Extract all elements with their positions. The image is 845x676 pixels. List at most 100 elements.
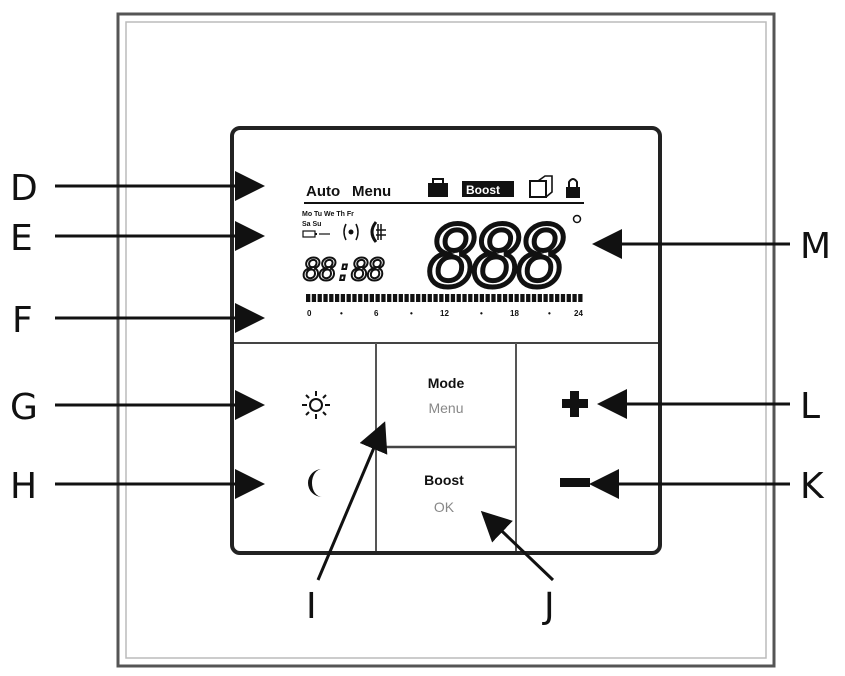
timeline-segment	[514, 294, 519, 302]
callout-l: L	[800, 386, 820, 427]
timeline-segment	[375, 294, 380, 302]
battery-icon	[302, 230, 330, 238]
ok-label: OK	[434, 499, 455, 515]
timeline-segment	[502, 294, 508, 302]
callout-arrows	[55, 171, 790, 582]
tick-dot-1: •	[340, 309, 343, 318]
lcd-menu-label: Menu	[352, 183, 391, 200]
timeline-segment	[421, 294, 427, 302]
timeline-segment	[323, 294, 328, 302]
tick-dot-2: •	[410, 309, 413, 318]
inner-frame-line	[125, 21, 767, 659]
timeline-segment	[340, 294, 346, 302]
timeline-segment	[578, 294, 583, 302]
suitcase-icon	[428, 178, 448, 197]
timeline-segment	[445, 294, 450, 302]
tick-0: 0	[307, 309, 312, 318]
moon-button[interactable]	[236, 449, 374, 549]
timeline-segment	[497, 294, 502, 302]
timeline-segment	[555, 294, 560, 302]
minus-button[interactable]	[518, 449, 656, 549]
plus-button[interactable]	[518, 345, 656, 445]
tick-12: 12	[440, 309, 449, 318]
boost-ok-button[interactable]: Boost OK	[378, 449, 514, 549]
timeline-segment	[358, 294, 363, 302]
callout-f: F	[12, 300, 33, 341]
timeline-segment	[485, 294, 490, 302]
timeline-segment	[543, 294, 548, 302]
timeline-segment	[462, 294, 467, 302]
menu-label: Menu	[428, 400, 463, 416]
callout-d: D	[10, 168, 38, 209]
tick-6: 6	[374, 309, 379, 318]
sun-icon	[302, 391, 330, 419]
timeline-segment	[398, 294, 403, 302]
callout-k: K	[800, 466, 825, 507]
callout-h: H	[10, 466, 37, 507]
timeline-segment	[352, 294, 357, 302]
lcd-days-weekdays: Mo Tu We Th Fr	[302, 211, 354, 218]
mode-menu-button[interactable]: Mode Menu	[378, 345, 514, 445]
timeline-segment	[560, 294, 566, 302]
timeline-segment	[531, 294, 537, 302]
callout-e: E	[10, 218, 33, 259]
timeline-segment	[439, 294, 444, 302]
timeline-segment	[317, 294, 322, 302]
timeline-segment	[329, 294, 334, 302]
timeline-segment	[363, 294, 369, 302]
lcd-main-digits: 888	[428, 208, 564, 306]
timeline-segment	[433, 294, 438, 302]
timeline-segment	[566, 294, 571, 302]
timeline-segment	[537, 294, 542, 302]
timeline-segment	[456, 294, 461, 302]
timeline-segment	[334, 294, 340, 302]
callout-g: G	[10, 387, 38, 428]
radiator-icon	[370, 221, 386, 243]
window-icon	[529, 175, 553, 198]
plus-icon	[562, 391, 588, 417]
timeline-segment	[549, 294, 554, 302]
timeline-segment	[381, 294, 386, 302]
tick-dot-4: •	[548, 309, 551, 318]
lcd-days-weekend: Sa Su	[302, 221, 321, 228]
arrow-i	[316, 421, 388, 581]
timeline-segment	[526, 294, 531, 302]
timeline-segment	[572, 294, 577, 302]
tick-dot-3: •	[480, 309, 483, 318]
antenna-icon	[343, 223, 359, 241]
boost-label: Boost	[424, 472, 464, 488]
lcd-boost-label: Boost	[466, 183, 500, 197]
moon-icon	[308, 469, 322, 497]
timeline-segment	[306, 294, 311, 302]
arrow-j	[480, 510, 555, 582]
tick-24: 24	[574, 309, 583, 318]
tick-18: 18	[510, 309, 519, 318]
timeline-segment	[387, 294, 392, 302]
timeline-segment	[369, 294, 374, 302]
timeline-segment	[479, 294, 485, 302]
timeline-segment	[508, 294, 513, 302]
timeline-segment	[427, 294, 432, 302]
sun-button[interactable]	[236, 345, 374, 445]
timeline-segment	[468, 294, 473, 302]
lcd-boost-box	[462, 181, 514, 197]
timeline-segment	[450, 294, 456, 302]
timeline-segment	[416, 294, 421, 302]
callout-j: J	[542, 586, 555, 627]
timeline-segment	[311, 294, 317, 302]
timeline-segment	[410, 294, 415, 302]
degree-icon	[572, 214, 582, 224]
timeline-bar	[306, 294, 583, 302]
device-body	[230, 126, 662, 555]
timeline-segment	[520, 294, 525, 302]
timeline-segment	[491, 294, 496, 302]
timeline-segment	[392, 294, 398, 302]
timeline-segment	[404, 294, 409, 302]
timeline-segment	[346, 294, 351, 302]
mode-label: Mode	[428, 375, 465, 391]
timeline-segment	[473, 294, 479, 302]
lock-icon	[566, 178, 580, 198]
callout-i: I	[306, 586, 317, 627]
lcd-small-digits: 88:88	[303, 253, 384, 288]
